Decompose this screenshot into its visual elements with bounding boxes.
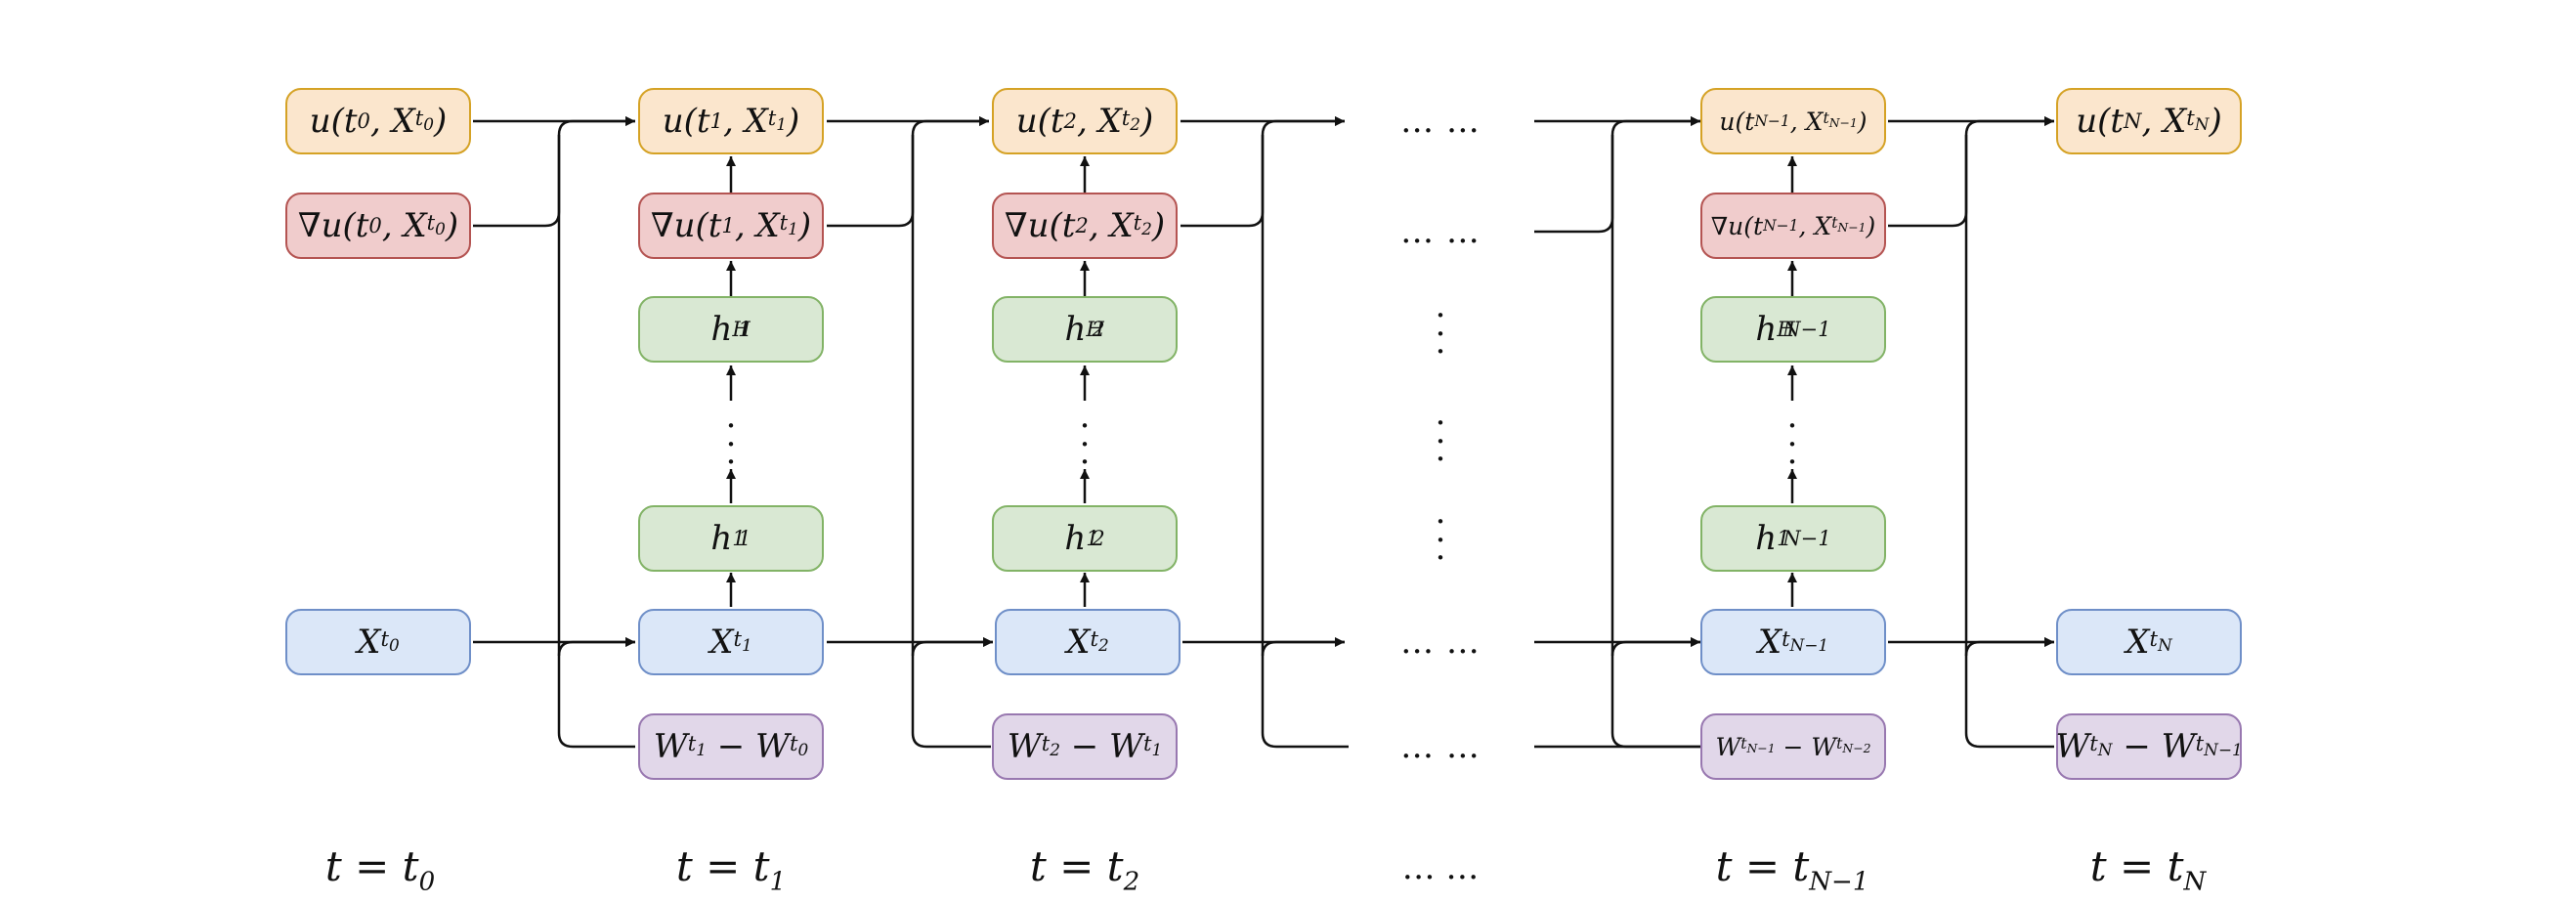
layer-dots-colN1: ··· <box>1786 406 1798 483</box>
dots-row-w: … … <box>1400 727 1481 766</box>
arrow-w2-to-x2 <box>911 637 993 749</box>
arrow-w1-to-x1 <box>557 637 635 749</box>
arrow-wN1-to-xN1 <box>1610 637 1700 749</box>
time-label-dots: … … <box>1401 848 1480 887</box>
arrow-grad1-to-u2 <box>827 116 989 228</box>
vdots-row-hH: ··· <box>1435 295 1446 372</box>
layer-dots-col2: ··· <box>1079 406 1091 483</box>
arrow-wN-to-xN <box>1964 637 2054 749</box>
dots-row-grad: … … <box>1400 212 1481 251</box>
dots-row-u: … … <box>1400 102 1481 141</box>
arrow-gradN1-to-uN <box>1888 116 2054 228</box>
time-label-tN: t = tN <box>2089 842 2207 897</box>
arrow-grad0-to-u1 <box>473 116 635 228</box>
time-label-tN1: t = tN−1 <box>1715 842 1869 897</box>
vdots-row-h1: ··· <box>1435 501 1446 579</box>
time-label-t0: t = t0 <box>324 842 436 897</box>
time-label-t2: t = t2 <box>1029 842 1140 897</box>
vdots-row-mid: ··· <box>1435 403 1446 480</box>
dots-row-x: … … <box>1400 623 1481 662</box>
layer-dots-col1: ··· <box>725 406 737 483</box>
arrow-dots-grad-to-uN1 <box>1534 116 1700 234</box>
line-dots-w-to-x <box>1261 640 1349 749</box>
time-label-t1: t = t1 <box>675 842 787 897</box>
